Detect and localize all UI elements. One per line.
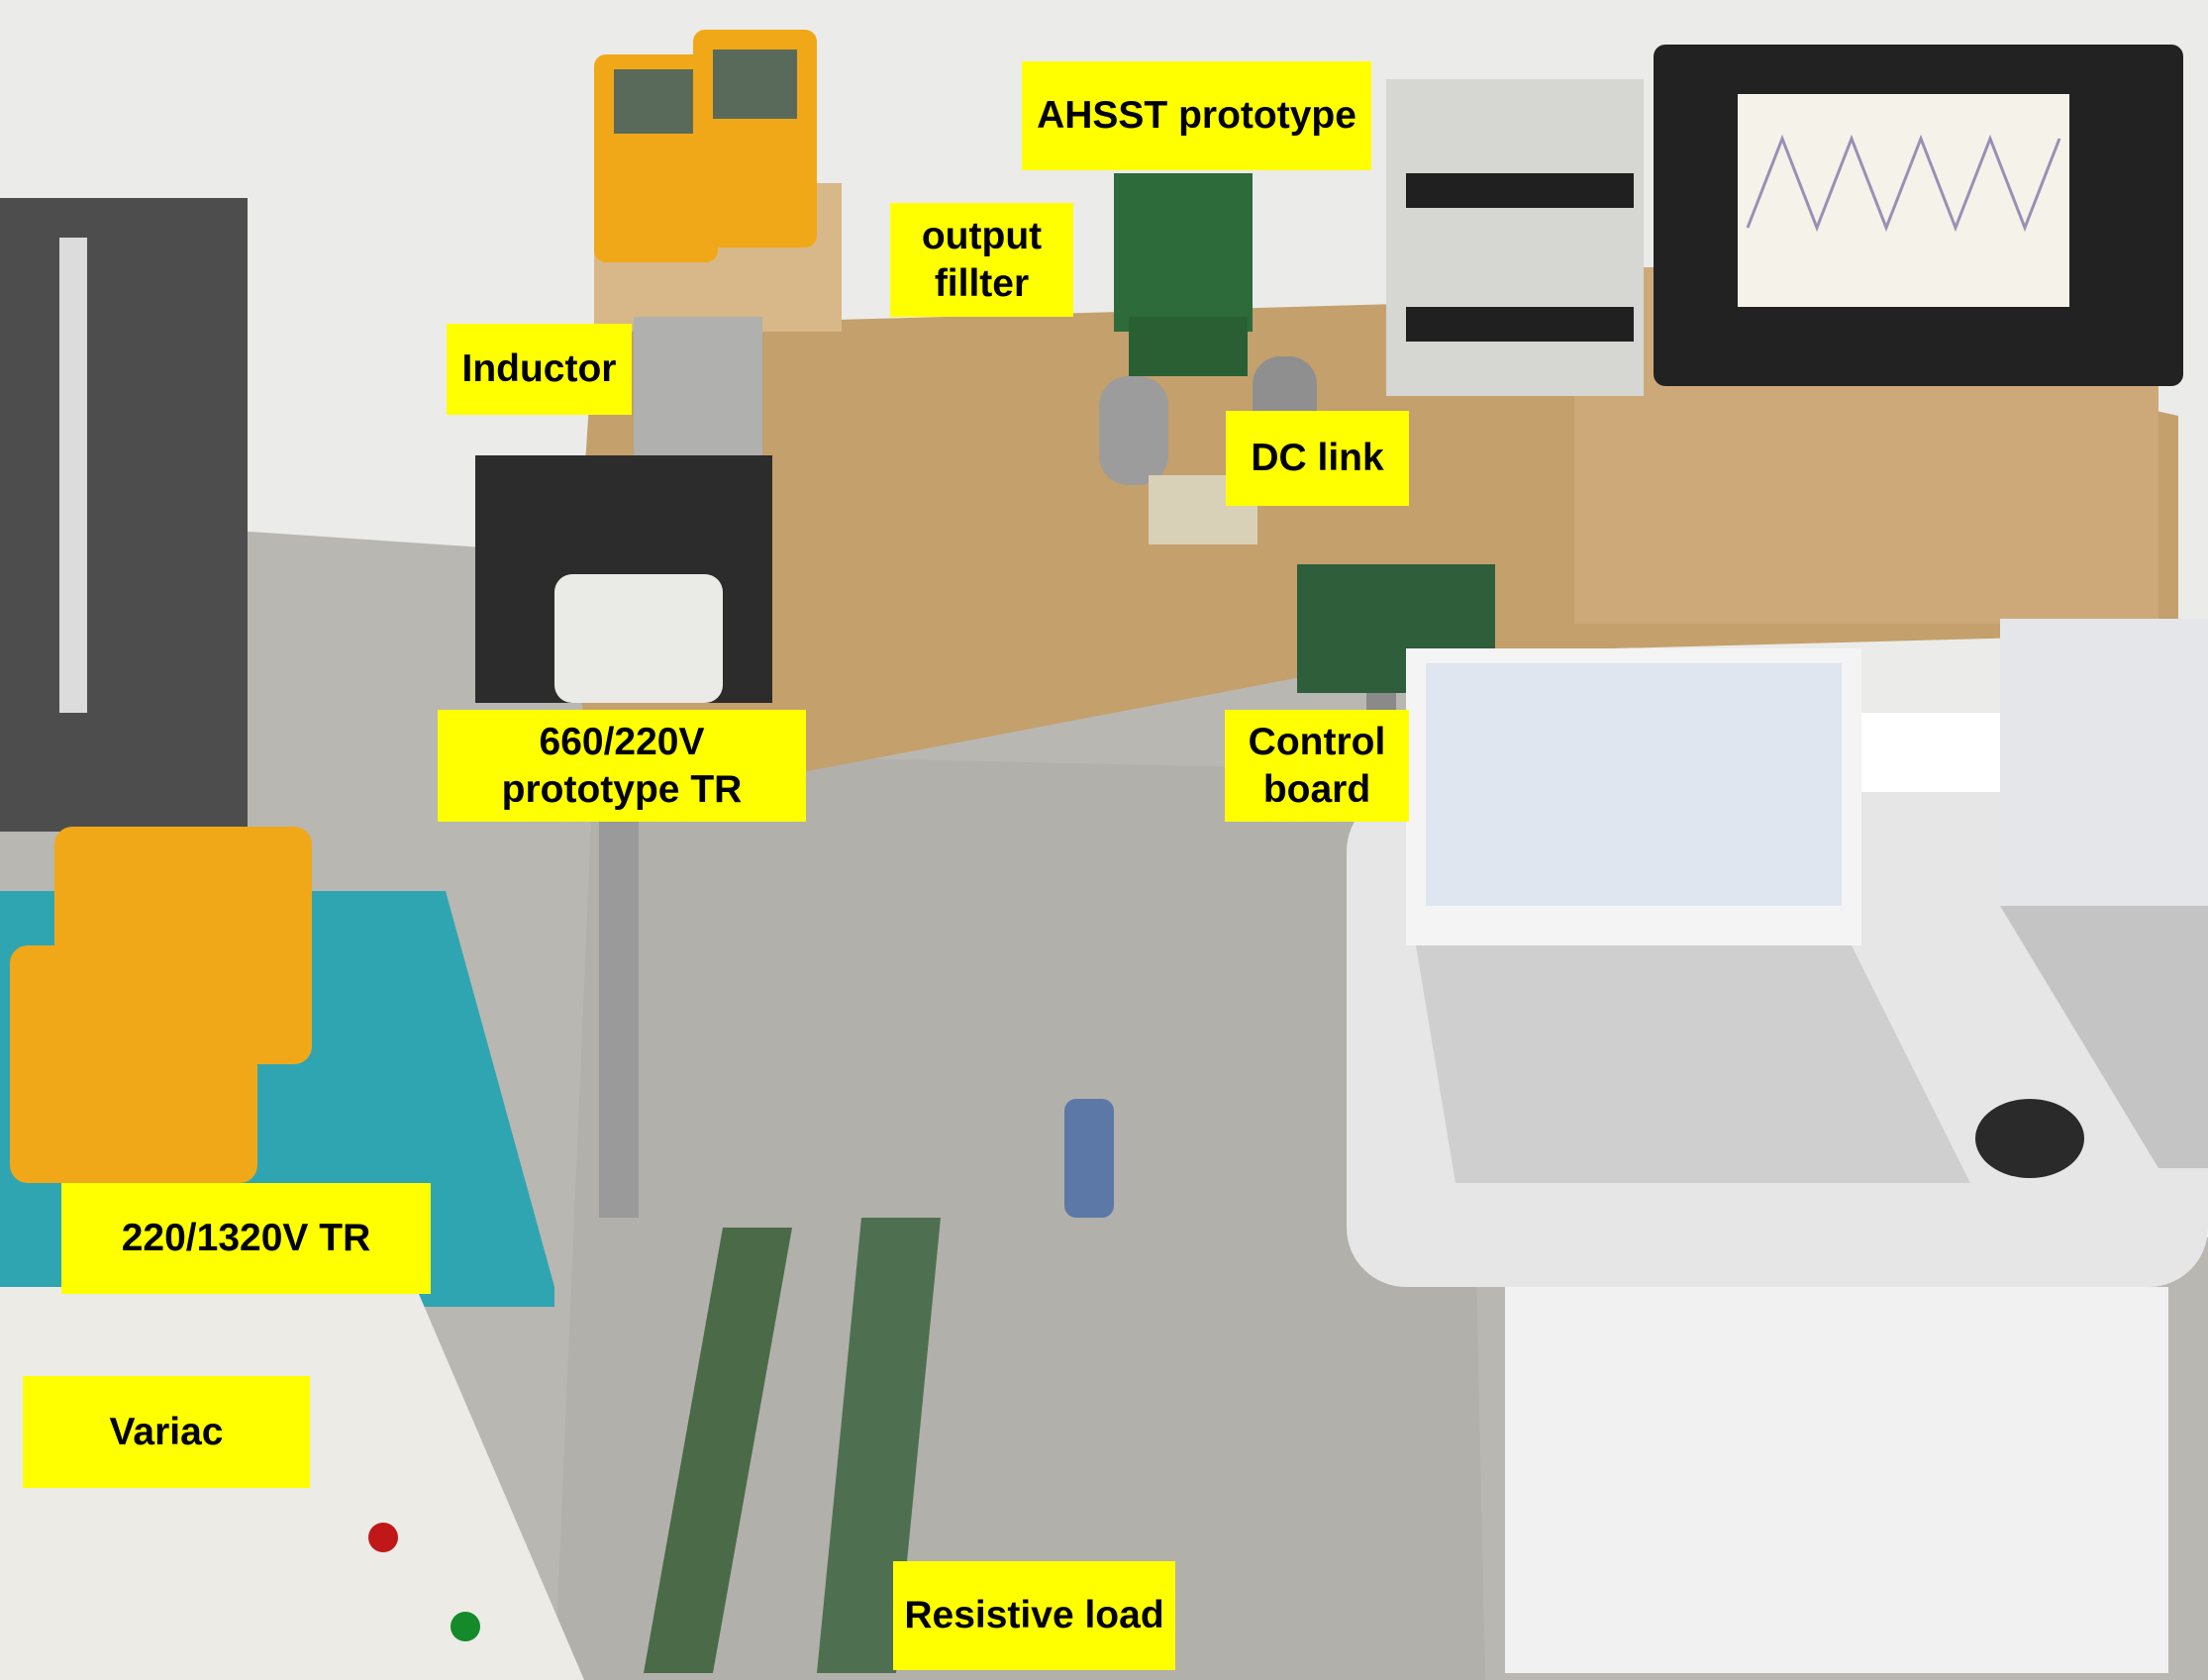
desk-cabinet	[1505, 1287, 2168, 1673]
laptop-center-keyboard	[1416, 945, 1970, 1183]
inductor-box	[634, 317, 762, 455]
power-supply-unit	[1386, 79, 1644, 396]
label-output-filter-line1: output	[921, 214, 1043, 257]
ahsst-board	[1114, 173, 1253, 332]
oscilloscope-waveform	[1746, 134, 2061, 233]
table-leg-left	[599, 792, 639, 1218]
left-shelf-frame	[59, 238, 87, 713]
current-probe	[1064, 1099, 1114, 1218]
laptop-center-screen	[1426, 663, 1842, 906]
label-output-filter: output fillter	[890, 203, 1073, 317]
label-control-board-line2: board	[1262, 767, 1371, 811]
label-control-board: Control board	[1225, 710, 1409, 822]
power-supply-display	[1406, 173, 1634, 208]
label-dc-link: DC link	[1226, 411, 1409, 506]
variac-indicator-red	[368, 1523, 398, 1552]
multimeter-1-screen	[614, 69, 698, 134]
floor-shadow	[554, 752, 1485, 1680]
label-control-board-line1: Control	[1248, 720, 1386, 763]
label-inductor: Inductor	[447, 324, 632, 415]
transformer-coil	[554, 574, 723, 703]
label-ahsst-prototype: AHSST prototype	[1022, 61, 1371, 170]
label-output-filter-line2: fillter	[934, 261, 1030, 305]
oscilloscope-screen	[1738, 94, 2069, 307]
label-prototype-tr: 660/220V prototype TR	[438, 710, 806, 822]
resistor-1	[644, 1228, 792, 1673]
multimeter-2-screen	[713, 49, 797, 119]
mouse	[1975, 1099, 2084, 1178]
label-step-up-tr: 220/1320V TR	[61, 1183, 431, 1294]
label-variac-text: Variac	[109, 1410, 224, 1453]
label-inductor-text: Inductor	[461, 347, 617, 390]
label-resistive-load: Resistive load	[893, 1561, 1175, 1670]
ahsst-board-2	[1129, 317, 1248, 376]
label-step-up-tr-text: 220/1320V TR	[121, 1217, 371, 1259]
label-dc-link-text: DC link	[1251, 437, 1384, 479]
label-variac: Variac	[23, 1376, 310, 1488]
label-prototype-tr-line1: 660/220V	[539, 720, 705, 763]
label-ahsst-prototype-text: AHSST prototype	[1037, 94, 1356, 137]
variac-indicator-green	[451, 1612, 480, 1641]
laptop-right-screen	[2000, 619, 2208, 906]
power-supply-display-2	[1406, 307, 1634, 342]
left-cabinet	[0, 198, 248, 832]
dc-link-capacitor-1	[1099, 376, 1168, 485]
laptop-right-keyboard	[2000, 906, 2208, 1168]
label-prototype-tr-line2: prototype TR	[501, 767, 743, 811]
resistor-2	[817, 1218, 941, 1673]
multimeter-4	[10, 945, 257, 1183]
label-resistive-load-text: Resistive load	[904, 1594, 1164, 1636]
